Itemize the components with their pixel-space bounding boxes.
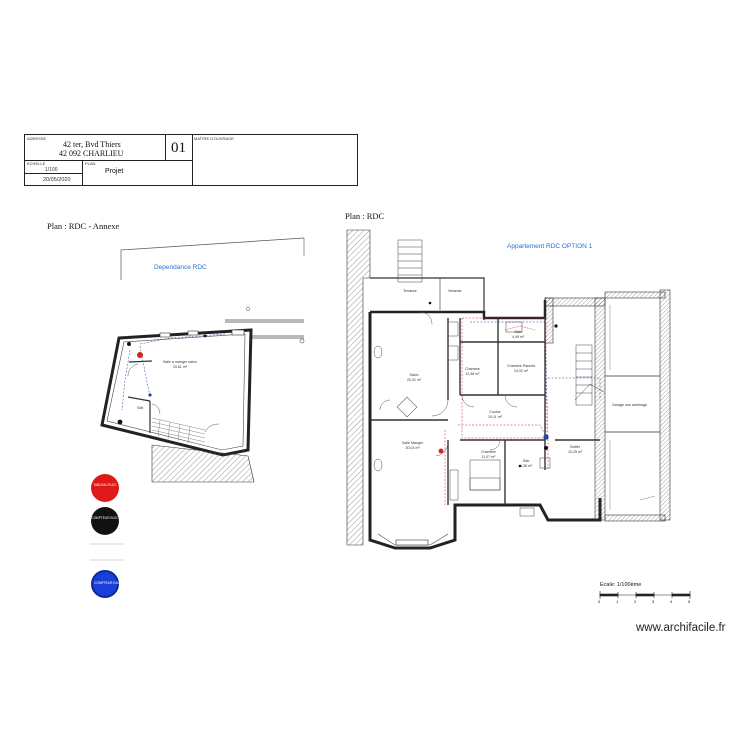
main-blue-label: Appartement RDC OPTION 1 xyxy=(507,243,593,250)
annex-room-sdb: Sdb xyxy=(137,406,144,410)
echelle-value: 1/100 xyxy=(45,167,58,173)
scale-tick-5: 5 xyxy=(688,599,691,604)
main-plan-title: Plan : RDC xyxy=(345,211,385,221)
date-value: 20/05/2020 xyxy=(43,177,71,183)
scale-label: Ecale: 1/100ème xyxy=(600,582,642,588)
title-block: ADRESSE 42 ter, Bvd Thiers 42 092 CHARLI… xyxy=(24,134,358,186)
scale-tick-3: 3 xyxy=(652,599,655,604)
scale-tick-2: 2 xyxy=(634,599,637,604)
room-terrasse: Terrasse xyxy=(403,289,417,293)
main-panel-marker xyxy=(438,448,444,454)
main-plan xyxy=(346,229,671,550)
address-line-2: 42 092 CHARLIEU xyxy=(59,149,124,158)
room-garage: Garage non aménagé xyxy=(612,403,647,407)
watermark-link[interactable]: www.archifacile.fr xyxy=(636,622,726,634)
scale-tick-1: 1 xyxy=(616,599,619,604)
annex-plan xyxy=(100,237,305,483)
room-veranda: Veranda xyxy=(448,289,462,293)
legend-panel-icon: TABLEAU ELEC xyxy=(91,474,119,502)
legend-water-icon: COMPTEUR EAU xyxy=(91,570,120,598)
scale-bar xyxy=(599,591,691,599)
legend-meter-icon: COMPTEUR ELEC xyxy=(91,507,119,535)
sheet-number: 01 xyxy=(171,140,186,156)
owner-label: MAÎTRE D'OUVRAGE xyxy=(194,136,234,141)
annex-blue-label: Dependance RDC xyxy=(154,264,207,271)
dossier-value: Projet xyxy=(105,168,124,175)
plan-label: PLAN xyxy=(85,161,96,166)
address-label: ADRESSE xyxy=(27,136,47,141)
address-line-1: 42 ter, Bvd Thiers xyxy=(63,140,121,149)
water-meter-marker xyxy=(543,434,549,440)
echelle-label: ECHELLE xyxy=(27,161,46,166)
scale-tick-4: 4 xyxy=(670,599,673,604)
annex-plan-title: Plan : RDC - Annexe xyxy=(47,221,120,231)
annex-panel-marker xyxy=(137,352,143,358)
scale-tick-0: 0 xyxy=(598,599,601,604)
